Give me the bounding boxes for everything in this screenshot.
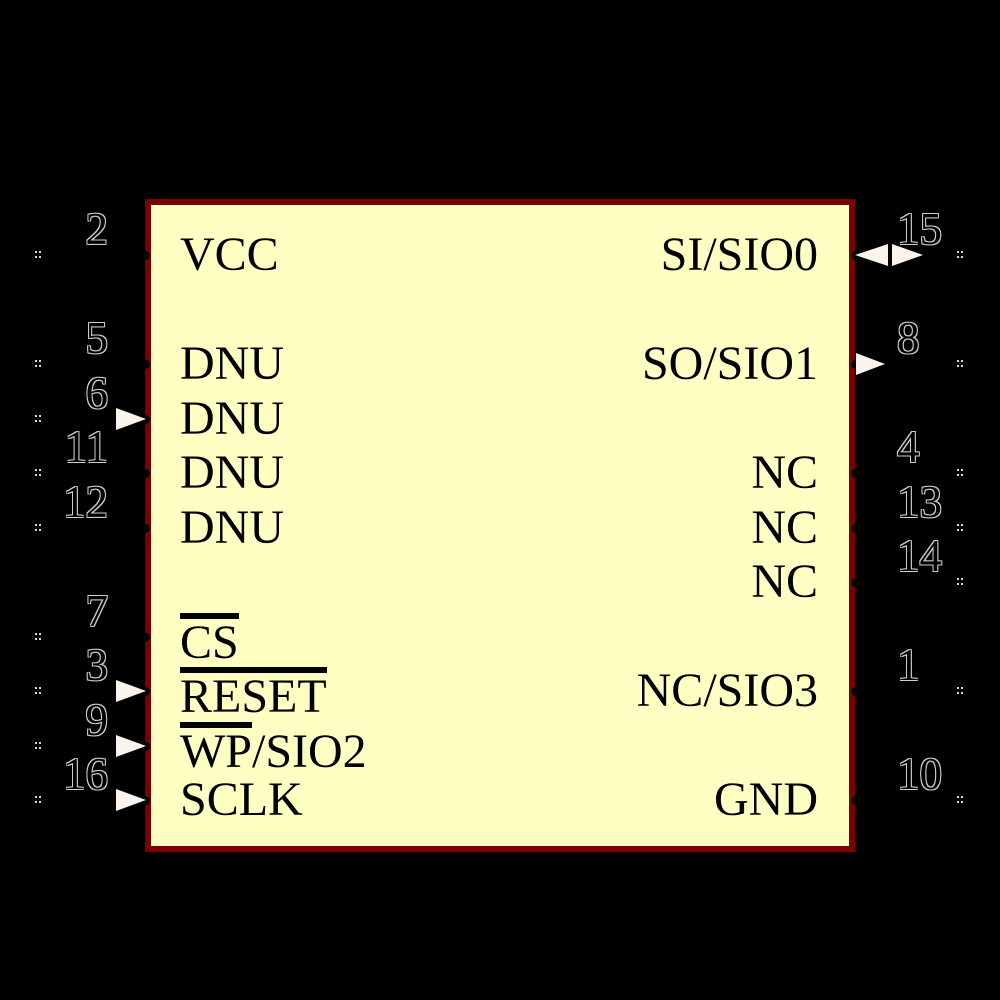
pin-end-marker-icon bbox=[957, 469, 959, 471]
pin-number: 1 bbox=[897, 640, 920, 690]
pin-end-marker-icon bbox=[35, 687, 37, 689]
input-arrow-icon bbox=[116, 680, 146, 702]
pin-end-marker-icon bbox=[35, 360, 37, 362]
pin-end-marker-icon bbox=[35, 632, 37, 635]
pin-end-marker-icon bbox=[957, 523, 959, 526]
pin-number: 3 bbox=[85, 640, 109, 690]
pin-end-marker-icon bbox=[35, 796, 37, 798]
pin-end-marker-icon bbox=[957, 687, 959, 689]
pin-end-marker-icon bbox=[957, 251, 959, 253]
output-arrow-icon bbox=[856, 353, 885, 375]
pin-end-marker-icon bbox=[35, 523, 37, 526]
pin-number: 12 bbox=[63, 476, 108, 527]
pin-number: 15 bbox=[897, 204, 942, 254]
pin-number: 5 bbox=[85, 313, 109, 363]
pin-number: 8 bbox=[897, 313, 920, 363]
pin-number: 16 bbox=[63, 749, 108, 799]
pin-end-marker-icon bbox=[957, 578, 959, 580]
input-arrow-icon bbox=[116, 407, 146, 430]
pin-end-marker-icon bbox=[35, 414, 37, 417]
input-arrow-icon bbox=[116, 789, 146, 811]
input-arrow-icon bbox=[116, 734, 146, 757]
pin-number: 4 bbox=[897, 422, 920, 472]
pin-number: 6 bbox=[85, 367, 109, 418]
pin-end-marker-icon bbox=[957, 360, 959, 362]
pin-number: 11 bbox=[64, 422, 108, 472]
pin-end-marker-icon bbox=[35, 741, 37, 744]
bidirectional-arrow-left-icon bbox=[855, 244, 888, 266]
pin-number: 7 bbox=[85, 585, 109, 636]
pin-end-marker-icon bbox=[35, 469, 37, 471]
bidirectional-arrow-right-icon bbox=[892, 244, 923, 266]
pin-end-marker-icon bbox=[957, 796, 959, 798]
pin-end-marker-icon bbox=[35, 251, 37, 253]
chip-body bbox=[145, 199, 855, 852]
pin-number: 2 bbox=[85, 204, 109, 254]
pin-number: 9 bbox=[85, 694, 109, 745]
pin-number: 10 bbox=[897, 749, 942, 799]
pin-number: 14 bbox=[897, 531, 942, 581]
pin-number: 13 bbox=[897, 476, 942, 527]
